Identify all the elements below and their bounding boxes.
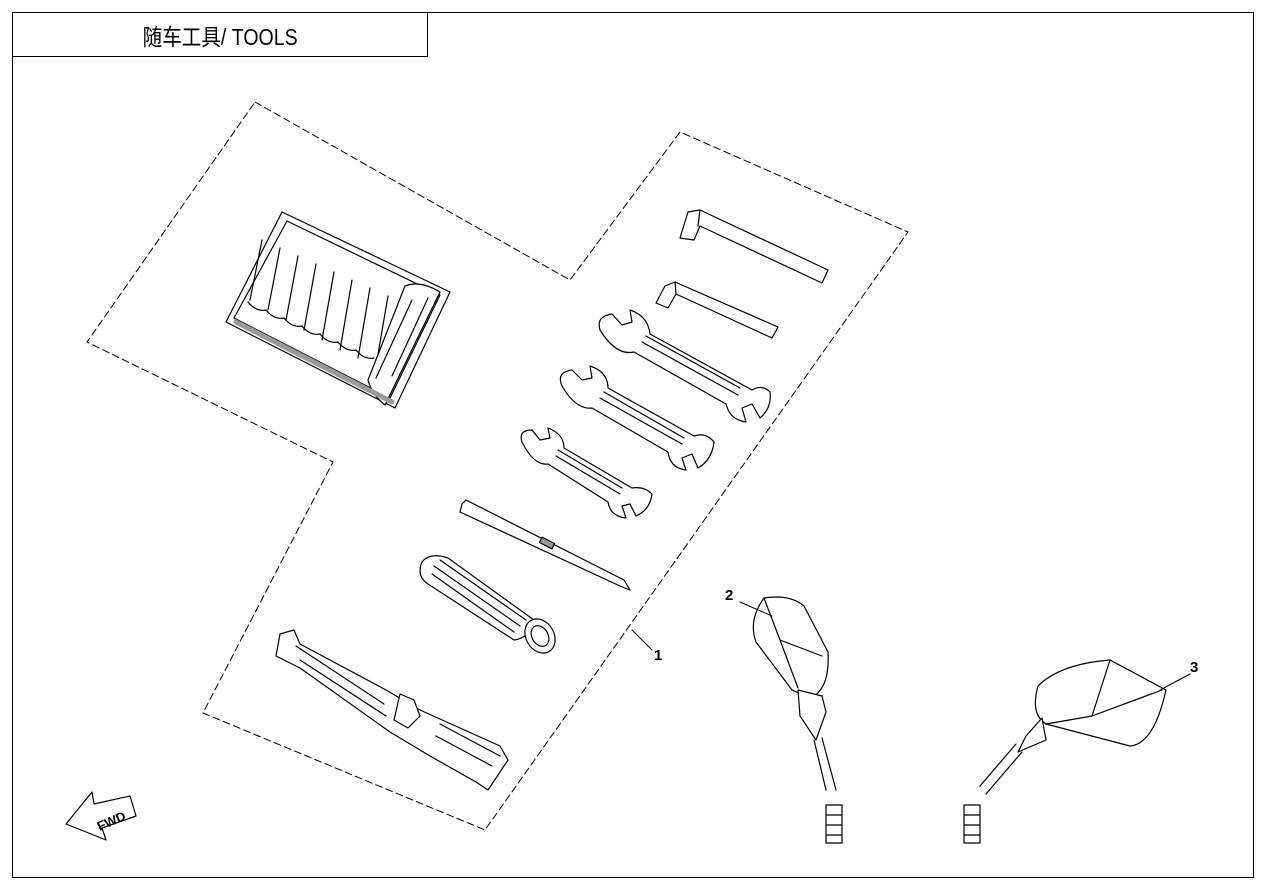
callout-2: 2 [725,587,733,604]
mirror-left [752,596,843,844]
callout-3: 3 [1190,659,1198,676]
mirror-right [963,659,1167,844]
spark-plug-socket [275,629,509,791]
tool-roll-bag [225,211,451,409]
callout-leader-2 [739,601,773,617]
callout-1: 1 [654,647,662,664]
callout-leader-3 [1159,673,1191,691]
hex-key-small [655,281,779,339]
page-title: 随车工具/ TOOLS [142,23,298,50]
drawing-frame [12,12,1254,878]
wrench-large [598,309,771,423]
title-box: 随车工具/ TOOLS [12,12,428,57]
tool-kit-boundary [86,101,909,831]
wrench-small [520,427,653,519]
screwdriver-handle [419,555,556,654]
callout-leader-1 [631,629,653,651]
screwdriver-blade [459,499,631,591]
fwd-arrow: FWD [65,791,137,841]
wrench-medium [559,365,715,471]
hex-key-large [679,209,829,284]
